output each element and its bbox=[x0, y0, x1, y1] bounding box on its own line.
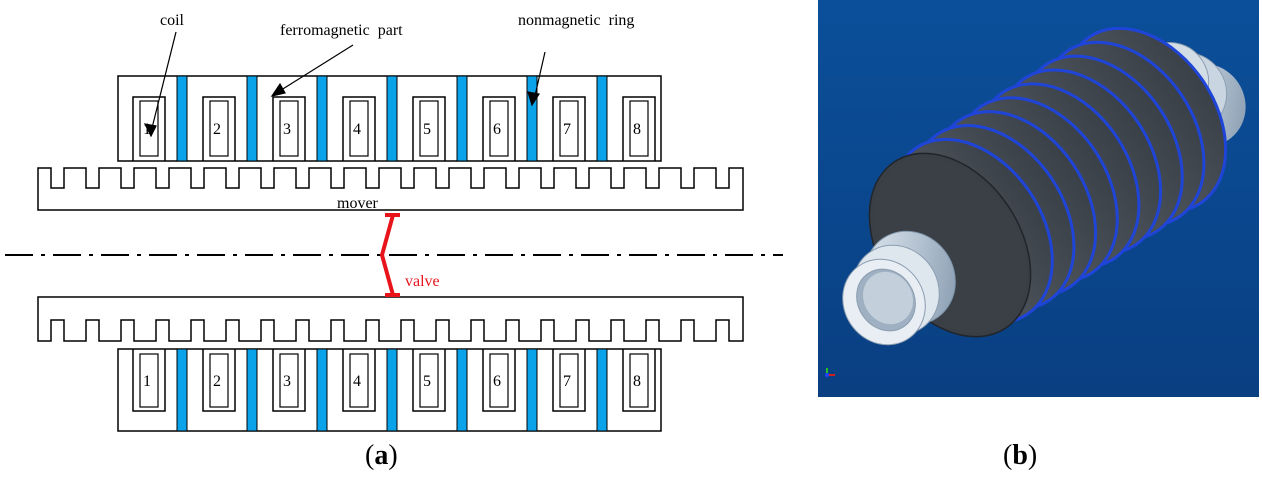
upper-coil bbox=[419, 100, 439, 157]
upper-coil bbox=[559, 100, 579, 157]
lower-coil bbox=[209, 353, 229, 408]
upper-slot bbox=[202, 96, 236, 161]
lower-ring bbox=[176, 348, 188, 432]
lower-coil bbox=[279, 353, 299, 408]
lower-coil-number: 1 bbox=[143, 373, 151, 390]
valve-label: valve bbox=[405, 273, 440, 290]
diagram-panel-a: 1 2 3 4 5 6 7 8 1 2 3 4 5 6 7 8 coil ferromagnetic par… bbox=[5, 12, 783, 471]
upper-ring bbox=[386, 75, 398, 162]
lower-slot bbox=[482, 349, 516, 412]
lower-slot bbox=[132, 349, 166, 412]
lower-coil bbox=[349, 353, 369, 408]
upper-coil bbox=[629, 100, 649, 157]
upper-coil-number: 2 bbox=[213, 121, 221, 138]
upper-coil-number: 1 bbox=[143, 121, 151, 138]
upper-coil-number: 8 bbox=[633, 121, 641, 138]
lower-slot bbox=[622, 349, 656, 412]
left-tube-end bbox=[842, 230, 956, 346]
upper-coil bbox=[489, 100, 509, 157]
coil-label: coil bbox=[160, 12, 185, 29]
mover-label: mover bbox=[337, 195, 379, 212]
valve-symbol bbox=[379, 213, 400, 297]
upper-mover-outline bbox=[37, 167, 744, 211]
upper-coil-number: 5 bbox=[423, 121, 431, 138]
lower-ring bbox=[456, 348, 468, 432]
lower-coil-number: 6 bbox=[493, 373, 501, 390]
lower-coil bbox=[559, 353, 579, 408]
lower-coil bbox=[139, 353, 159, 408]
upper-slot bbox=[272, 96, 306, 161]
upper-coil bbox=[139, 100, 159, 157]
lower-ring bbox=[596, 348, 608, 432]
linear-actuator-cross-section: 1 2 3 4 5 6 7 8 1 2 3 4 5 6 7 8 coil ferromagnetic par… bbox=[5, 12, 783, 432]
caption-b: (b) bbox=[1003, 440, 1038, 471]
lower-nonmagnetic-rings bbox=[176, 348, 608, 432]
upper-slot bbox=[622, 96, 656, 161]
lower-slot bbox=[272, 349, 306, 412]
actuator-3d-render bbox=[818, 0, 1259, 397]
lower-coil-number: 2 bbox=[213, 373, 221, 390]
lower-ring bbox=[386, 348, 398, 432]
diagram-panel-b: (b) bbox=[800, 0, 1262, 484]
upper-coil-slots: 1 2 3 4 5 6 7 8 bbox=[132, 96, 656, 161]
upper-ring bbox=[246, 75, 258, 162]
lower-slot bbox=[342, 349, 376, 412]
upper-coil-number: 4 bbox=[353, 121, 361, 138]
label-arrows bbox=[143, 31, 546, 138]
lower-ring bbox=[316, 348, 328, 432]
lower-coil bbox=[419, 353, 439, 408]
lower-ring bbox=[526, 348, 538, 432]
lower-coil-number: 5 bbox=[423, 373, 431, 390]
nonmagnetic-ring-label: nonmagnetic ring bbox=[518, 12, 634, 29]
upper-ring bbox=[596, 75, 608, 162]
upper-coil-number: 3 bbox=[283, 121, 291, 138]
upper-ring bbox=[316, 75, 328, 162]
lower-coil bbox=[489, 353, 509, 408]
upper-ring bbox=[176, 75, 188, 162]
upper-slot bbox=[342, 96, 376, 161]
ferromagnetic-part-label: ferromagnetic part bbox=[280, 22, 403, 39]
upper-slot bbox=[412, 96, 446, 161]
lower-coil-slots: 1 2 3 4 5 6 7 8 bbox=[132, 349, 656, 412]
upper-ring bbox=[456, 75, 468, 162]
actuator-body bbox=[868, 26, 1228, 338]
lower-mover-outline bbox=[37, 296, 744, 342]
upper-ring bbox=[526, 75, 538, 162]
upper-slot bbox=[482, 96, 516, 161]
upper-coil-number: 6 bbox=[493, 121, 501, 138]
lower-slot bbox=[202, 349, 236, 412]
caption-a: (a) bbox=[365, 440, 398, 471]
lower-slot bbox=[412, 349, 446, 412]
upper-slot bbox=[552, 96, 586, 161]
upper-nonmagnetic-rings bbox=[176, 75, 608, 162]
lower-coil-number: 3 bbox=[283, 373, 291, 390]
lower-coil-number: 4 bbox=[353, 373, 361, 390]
lower-coil-number: 8 bbox=[633, 373, 641, 390]
lower-ring bbox=[246, 348, 258, 432]
lower-slot bbox=[552, 349, 586, 412]
lower-coil-number: 7 bbox=[563, 373, 571, 390]
upper-coil bbox=[209, 100, 229, 157]
lower-coil bbox=[629, 353, 649, 408]
upper-coil bbox=[279, 100, 299, 157]
upper-coil-number: 7 bbox=[563, 121, 571, 138]
axis-triad-icon bbox=[825, 368, 835, 377]
upper-slot bbox=[132, 96, 166, 161]
upper-coil bbox=[349, 100, 369, 157]
